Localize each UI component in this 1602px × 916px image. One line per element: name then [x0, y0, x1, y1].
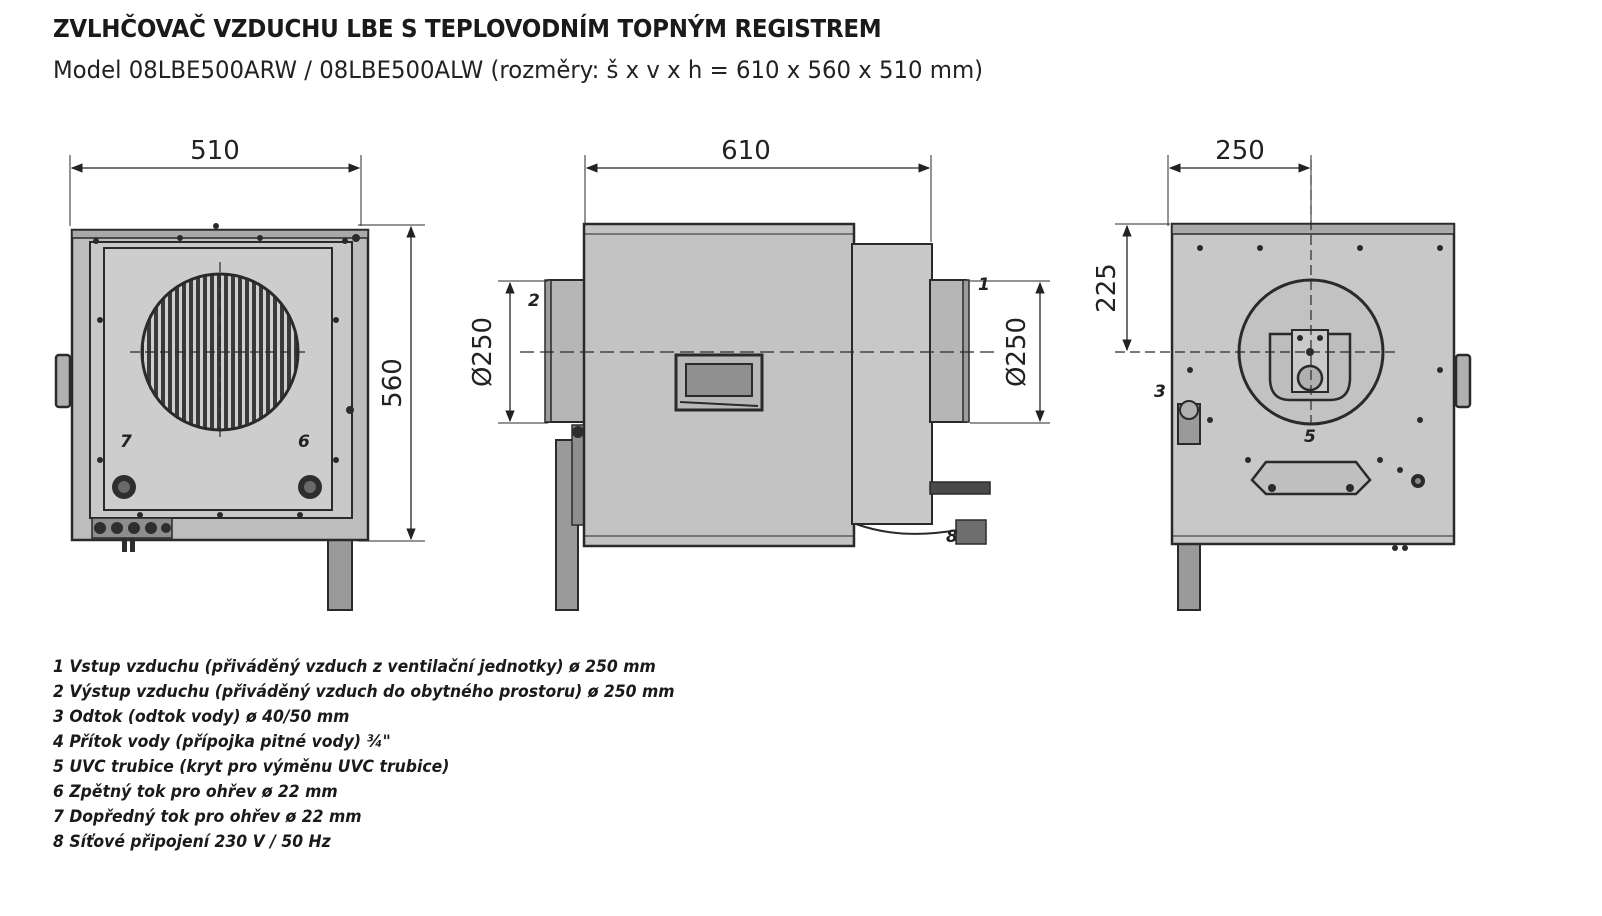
front-view-fittings — [91, 517, 173, 552]
side-view-power-cable — [855, 523, 959, 535]
front-view: 7 6 510 560 — [54, 136, 425, 611]
legend-item-8: 8 Síťové připojení 230 V / 50 Hz — [53, 832, 331, 852]
side-view-outlet-2 — [548, 279, 586, 423]
callout-8: 8 — [946, 527, 958, 547]
callout-7: 7 — [120, 432, 132, 452]
legend-item-4: 4 Přítok vody (přípojka pitné vody) ¾" — [53, 732, 391, 752]
legend-item-6: 6 Zpětný tok pro ohřev ø 22 mm — [53, 782, 338, 802]
page-subtitle: Model 08LBE500ARW / 08LBE500ALW (rozměry… — [53, 56, 984, 84]
callout-1: 1 — [978, 275, 990, 295]
front-width-label: 510 — [190, 136, 240, 166]
front-view-handle — [54, 353, 72, 409]
back-view-service-plate — [1250, 460, 1372, 496]
callout-5: 5 — [1304, 427, 1316, 447]
front-view-leg — [327, 539, 353, 611]
page-title: ZVLHČOVAČ VZDUCHU LBE S TEPLOVODNÍM TOPN… — [53, 14, 882, 43]
back-view-handle — [1454, 353, 1472, 409]
legend-item-7: 7 Dopředný tok pro ohřev ø 22 mm — [53, 807, 362, 827]
legend-item-2: 2 Výstup vzduchu (přiváděný vzduch do ob… — [53, 682, 675, 702]
back-height-label: 225 — [1092, 263, 1122, 313]
legend-item-3: 3 Odtok (odtok vody) ø 40/50 mm — [53, 707, 350, 727]
side-outlet-diameter-label: Ø250 — [468, 317, 498, 387]
side-view-inlet-1 — [929, 279, 967, 423]
legend-list: 1 Vstup vzduchu (přiváděný vzduch z vent… — [53, 655, 729, 855]
back-width-label: 250 — [1215, 136, 1265, 166]
back-view: 3 5 250 225 — [1092, 136, 1472, 611]
side-view-heater-section — [851, 243, 933, 525]
legend-item-5: 5 UVC trubice (kryt pro výměnu UVC trubi… — [53, 757, 450, 777]
front-height-label: 560 — [378, 358, 408, 408]
callout-6: 6 — [298, 432, 310, 452]
legend-item-1: 1 Vstup vzduchu (přiváděný vzduch z vent… — [53, 657, 656, 677]
side-width-label: 610 — [721, 136, 771, 166]
callout-3: 3 — [1154, 382, 1166, 402]
callout-2: 2 — [528, 291, 540, 311]
side-view-drain-pipe — [929, 481, 991, 495]
side-view: 2 1 8 610 Ø250 Ø250 — [468, 136, 1050, 611]
side-inlet-diameter-label: Ø250 — [1002, 317, 1032, 387]
